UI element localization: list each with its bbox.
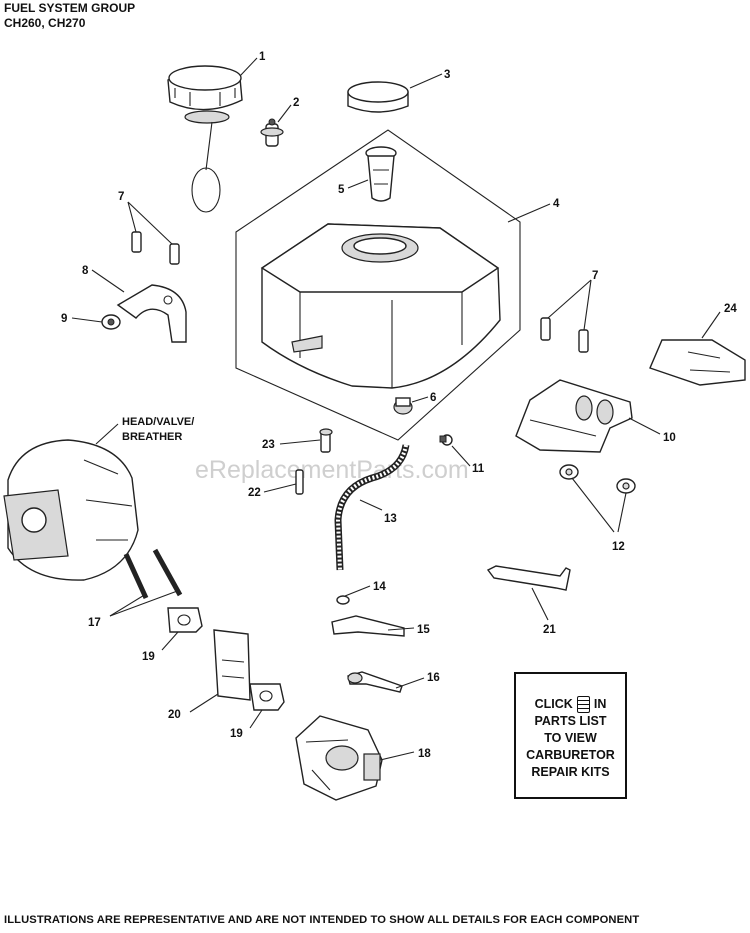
part-linkage-15[interactable]	[331, 615, 405, 637]
callout-13: 13	[384, 513, 397, 525]
callout-9: 9	[61, 313, 67, 325]
callout-12: 12	[612, 541, 625, 553]
part-studs[interactable]	[123, 548, 183, 600]
carburetor-repair-kits-link[interactable]: CLICK IN PARTS LIST TO VIEW CARBURETOR R…	[514, 672, 627, 799]
callout-8: 8	[82, 265, 89, 277]
part-fuel-filter-screen[interactable]	[365, 146, 397, 202]
callout-11: 11	[472, 463, 485, 475]
callout-24: 24	[724, 303, 737, 315]
callout-1: 1	[259, 51, 266, 63]
click-text: CLICK	[534, 697, 573, 711]
callout-14: 14	[373, 581, 386, 593]
head-valve-breather-label-line1: HEAD/VALVE/	[122, 416, 194, 428]
leader-lines	[71, 57, 721, 761]
part-screws-right[interactable]	[540, 317, 589, 353]
click-box-line3: TO VIEW	[544, 731, 597, 745]
callout-18: 18	[418, 748, 431, 760]
disclaimer-footer: ILLUSTRATIONS ARE REPRESENTATIVE AND ARE…	[4, 914, 640, 926]
callout-19-lower: 19	[230, 728, 243, 740]
callout-23: 23	[262, 439, 275, 451]
part-tank-mount-bracket[interactable]	[515, 379, 633, 453]
part-nuts-12[interactable]	[559, 464, 636, 494]
callout-7-left: 7	[118, 191, 124, 203]
click-box-line4: CARBURETOR	[526, 748, 615, 762]
part-hose-clamp-14[interactable]	[336, 595, 350, 605]
part-fuel-line[interactable]	[334, 444, 410, 571]
part-fuel-tank[interactable]	[260, 223, 501, 389]
callout-7-right: 7	[592, 270, 598, 282]
part-pin-22[interactable]	[295, 469, 304, 495]
click-box-line5: REPAIR KITS	[531, 765, 610, 779]
callout-22: 22	[248, 487, 261, 499]
diagram-title: FUEL SYSTEM GROUP	[4, 1, 136, 15]
callout-20: 20	[168, 709, 181, 721]
callout-16: 16	[427, 672, 440, 684]
callout-21: 21	[543, 624, 556, 636]
part-fuel-cap-tethered[interactable]	[167, 65, 243, 213]
fuel-tank-assembly-frame	[235, 129, 521, 441]
part-vent-fitting[interactable]	[260, 118, 284, 147]
callout-17: 17	[88, 617, 101, 629]
part-gasket-upper[interactable]	[167, 607, 203, 633]
click-box-line2: PARTS LIST	[534, 714, 607, 728]
callouts: 1 2 3 4 5 6 7 7 8 9 10 11 12 13 14 15 16…	[61, 51, 737, 760]
callout-15: 15	[417, 624, 430, 636]
part-screws-left[interactable]	[131, 231, 180, 265]
head-valve-breather-label-line2: BREATHER	[122, 431, 182, 443]
part-head-valve-breather	[3, 439, 139, 581]
part-choke-rod[interactable]	[486, 565, 571, 591]
part-carb-spacer[interactable]	[213, 629, 251, 701]
part-fuel-shutoff-valve[interactable]	[393, 397, 413, 415]
callout-2: 2	[293, 97, 299, 109]
callout-4: 4	[553, 198, 560, 210]
part-fitting-23[interactable]	[319, 428, 333, 453]
part-carburetor[interactable]	[295, 715, 383, 801]
part-linkage-16[interactable]	[347, 671, 403, 693]
in-text: IN	[593, 697, 607, 711]
callout-6: 6	[430, 392, 436, 404]
parts-list-icon[interactable]	[576, 696, 590, 713]
part-tank-cap[interactable]	[347, 81, 409, 113]
model-numbers: CH260, CH270	[4, 16, 86, 30]
part-hose-clamp-11[interactable]	[439, 434, 453, 446]
part-tank-bracket[interactable]	[116, 284, 187, 343]
watermark: eReplacementParts.com	[195, 456, 469, 484]
callout-3: 3	[444, 69, 450, 81]
callout-5: 5	[338, 184, 345, 196]
callout-10: 10	[663, 432, 676, 444]
callout-19-upper: 19	[142, 651, 155, 663]
part-gasket-lower[interactable]	[249, 683, 285, 711]
part-nut[interactable]	[101, 314, 121, 330]
part-mount-bracket-24[interactable]	[649, 339, 746, 386]
